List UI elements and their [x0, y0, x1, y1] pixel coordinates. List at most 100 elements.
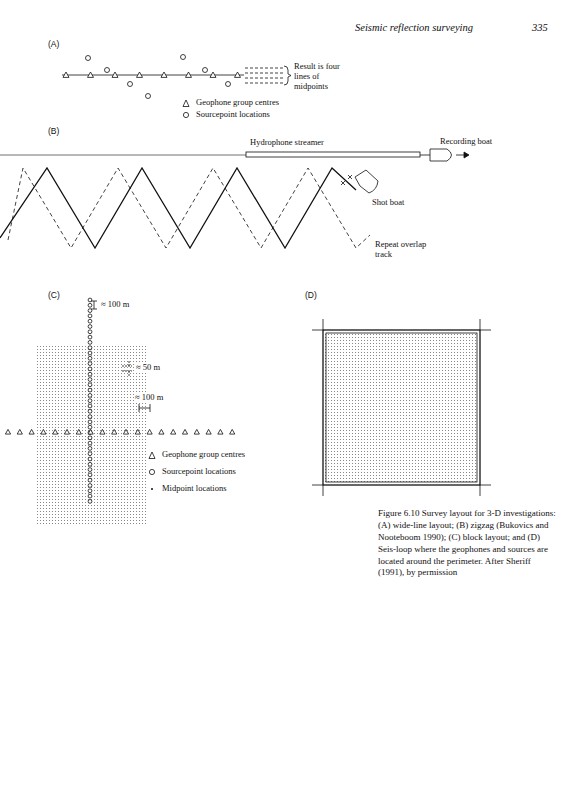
sourcepoint-circle	[88, 404, 92, 408]
source-cross	[341, 181, 345, 185]
perimeter-line	[312, 319, 491, 496]
sourcepoint-circle	[86, 56, 91, 61]
midpoint-line	[245, 68, 283, 69]
dimension: ≈ 100 m	[100, 300, 130, 310]
geophone-triangle	[147, 429, 152, 434]
geophone-triangle	[88, 429, 93, 434]
sourcepoint-circle	[203, 68, 208, 73]
legend-swatch	[181, 98, 191, 108]
sourcepoint-circle	[149, 469, 154, 474]
geophone-triangle	[137, 72, 143, 77]
sourcepoint-circle	[88, 330, 92, 334]
sourcepoint-circle	[88, 325, 92, 329]
page-number: 335	[532, 22, 548, 34]
legend-text: Sourcepoint locations	[162, 467, 236, 477]
panel-label: (B)	[48, 127, 59, 137]
sourcepoint-circle	[88, 452, 92, 456]
sourcepoint-circle	[88, 372, 92, 376]
midpoint-stipple	[325, 332, 478, 483]
sourcepoint-circle	[88, 425, 92, 429]
geophone-triangle	[123, 429, 128, 434]
geophone-triangle	[112, 429, 117, 434]
sourcepoint-circle	[226, 82, 231, 87]
arrow-head	[464, 152, 469, 158]
midpoint-line	[245, 83, 283, 84]
seisloop-inner	[326, 333, 477, 482]
sourcepoint-circle	[88, 303, 92, 307]
geophone-triangle	[218, 429, 223, 434]
running-header: Seismic reflection surveying	[355, 22, 473, 34]
sourcepoint-circle	[88, 484, 92, 488]
zigzag-track	[0, 168, 356, 248]
sourcepoint-circle	[88, 356, 92, 360]
tow-line	[0, 155, 246, 156]
sourcepoint-circle	[88, 383, 92, 387]
sourcepoint-circle	[88, 500, 92, 504]
legend-swatch	[147, 450, 157, 460]
sourcepoint-circle	[88, 409, 92, 413]
geophone-triangle	[53, 429, 58, 434]
geophone-triangle	[183, 100, 189, 107]
geophone-triangle	[29, 429, 34, 434]
geophone-triangle	[17, 429, 22, 434]
sourcepoint-circle	[88, 489, 92, 493]
recording-boat	[430, 149, 452, 161]
sourcepoint-circle	[88, 457, 92, 461]
midpoint-stipple	[35, 345, 147, 525]
sourcepoint-circle	[88, 436, 92, 440]
hydrophone-streamer	[246, 152, 420, 157]
sourcepoint-circle	[88, 478, 92, 482]
panel-label: (C)	[48, 291, 60, 301]
part-name: Recording boat	[440, 137, 492, 147]
sourcepoint-circle	[88, 394, 92, 398]
source-cross	[348, 175, 352, 179]
sourcepoint-circle	[88, 441, 92, 445]
sourcepoint-circle	[88, 388, 92, 392]
sourcepoint-circle	[88, 367, 92, 371]
sourcepoint-circle	[88, 420, 92, 424]
dimension-mark	[139, 404, 150, 412]
legend-swatch	[147, 484, 157, 494]
geophone-triangle	[235, 72, 241, 77]
repeat-track	[8, 168, 370, 248]
sourcepoint-circle	[88, 494, 92, 498]
geophone-triangle	[5, 429, 10, 434]
geophone-triangle	[159, 429, 164, 434]
dimension-mark	[122, 361, 132, 376]
geophone-triangle	[64, 429, 69, 434]
sourcepoint-circle	[146, 94, 151, 99]
geophone-triangle	[171, 429, 176, 434]
sourcepoint-circle	[88, 473, 92, 477]
geophone-triangle	[161, 72, 167, 77]
sourcepoint-circle	[88, 399, 92, 403]
sourcepoint-circle	[88, 462, 92, 466]
sourcepoint-circle	[88, 314, 92, 318]
sourcepoint-circle	[105, 68, 110, 73]
panel-label: (A)	[48, 40, 59, 50]
midpoint-line	[245, 78, 283, 79]
sourcepoint-circle	[88, 468, 92, 472]
geophone-triangle	[41, 429, 46, 434]
geophone-triangle	[186, 72, 192, 77]
shot-boat	[355, 170, 378, 193]
geophone-triangle	[88, 72, 94, 77]
sourcepoint-circle	[88, 415, 92, 419]
midpoint-dot	[151, 488, 153, 490]
part-name: Repeat overlap track	[374, 240, 436, 260]
sourcepoint-circle	[88, 319, 92, 323]
dimension-mark	[91, 301, 97, 309]
geophone-triangle	[63, 72, 69, 77]
sourcepoint-circle	[88, 335, 92, 339]
legend-text: Geophone group centres	[196, 98, 279, 108]
figure-caption: Figure 6.10 Survey layout for 3-D invest…	[378, 508, 556, 579]
geophone-triangle	[149, 452, 155, 459]
geophone-triangle	[210, 72, 216, 77]
legend-swatch	[147, 467, 157, 477]
bracket	[284, 66, 291, 85]
geophone-triangle	[135, 429, 140, 434]
note: Result is four lines of midpoints	[294, 62, 352, 91]
geophone-triangle	[112, 72, 118, 77]
panel-label: (D)	[305, 291, 317, 301]
